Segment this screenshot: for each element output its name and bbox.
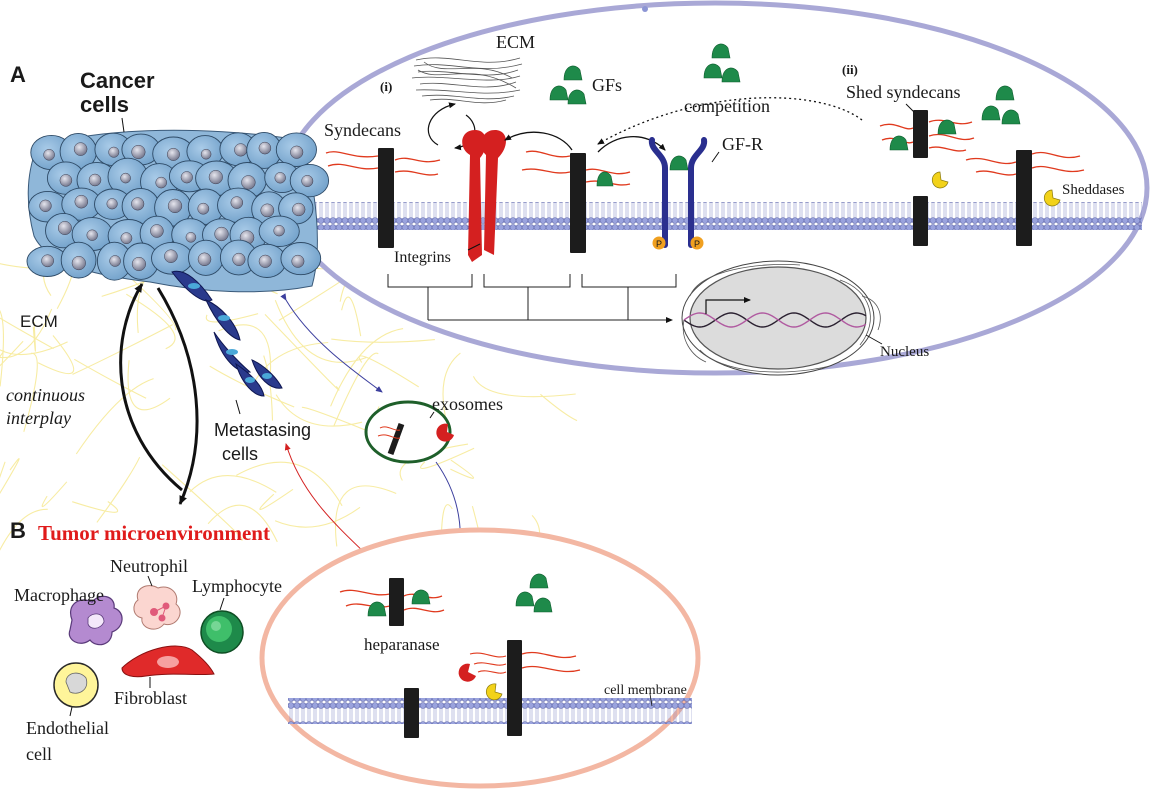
cancer-cells-label-line2: cells (80, 92, 129, 117)
gf-cluster-gfs (549, 65, 587, 105)
gfr-label-leader (711, 151, 720, 163)
lymphocyte (200, 610, 244, 654)
gf-cluster-bottom (515, 573, 553, 613)
panel-a-letter: A (10, 62, 26, 87)
neutrophil-label: Neutrophil (110, 556, 188, 576)
ecm-fiber-bundle (411, 57, 523, 104)
syndecan-to-gfr-arrow (597, 136, 666, 153)
sheddases-label: Sheddases (1062, 182, 1125, 198)
continuous-interplay-line1: continuous (6, 385, 85, 405)
shed-syndecans-label: Shed syndecans (846, 82, 960, 102)
integrin-label-leader (467, 243, 481, 251)
exosome (364, 400, 454, 464)
exosomes-label-leader (429, 411, 435, 419)
endothelial-label-leader (69, 706, 73, 717)
panel-b-letter: B (10, 518, 26, 543)
competition-label: competition (684, 96, 770, 116)
macrophage-label: Macrophage (14, 585, 104, 605)
endothelial-label-line1: Endothelial (26, 718, 109, 738)
ecm-label-left: ECM (20, 312, 58, 331)
signaling-bracket (387, 274, 677, 323)
microenvironment-to-metastasis-arrow (284, 443, 367, 555)
ecm-syndecan-cycle-arrow (427, 102, 456, 146)
gf-bound-bottom-syndecan (367, 589, 431, 617)
gfr-label: GF-R (722, 134, 763, 154)
top-cell-membrane (284, 202, 1142, 230)
phosphate-right (690, 236, 704, 250)
marker-ii: (ii) (842, 62, 858, 77)
bottom-inset: heparanase cell membrane (259, 527, 701, 789)
cancer-cells-label-line1: Cancer (80, 68, 155, 93)
neutrophil (133, 585, 181, 630)
exosome-cancer-link-arrow (280, 293, 383, 393)
fibroblast-label: Fibroblast (114, 688, 187, 708)
endothelial-cell (53, 662, 99, 708)
gf-receptor (648, 137, 708, 248)
integrins-label: Integrins (394, 249, 451, 266)
dna-helix (683, 312, 867, 328)
syndecan-4 (965, 150, 1085, 246)
metastasing-cells (171, 270, 283, 397)
macrophage (68, 595, 123, 646)
bottom-cell-membrane (288, 698, 692, 724)
cell-membrane-label-leader (649, 693, 653, 707)
phosphate-left (652, 236, 666, 250)
marker-i: (i) (380, 79, 392, 94)
endothelial-label-line2: cell (26, 744, 52, 764)
phosphate-left-label: P (656, 239, 662, 249)
lymphocyte-label-leader (219, 597, 225, 611)
gf-cluster-shed (981, 85, 1021, 125)
interplay-arrow-up (119, 283, 183, 492)
gf-bound-shed-syndecan (889, 119, 957, 151)
nucleus-label: Nucleus (880, 344, 929, 360)
ecm-label-top: ECM (496, 32, 535, 52)
integrin (462, 130, 506, 262)
heparanase-label: heparanase (364, 635, 440, 654)
lymphocyte-label: Lymphocyte (192, 576, 282, 596)
syndecan-1 (325, 148, 441, 248)
metastasing-cells-line1: Metastasing (214, 420, 311, 440)
bottom-syndecan-1 (339, 578, 445, 626)
syndecan-to-integrin-arrow (504, 131, 573, 151)
sheddase-enzyme (931, 171, 949, 189)
top-inset: P P (280, 0, 1150, 376)
microenvironment-title: Tumor microenvironment (38, 521, 270, 545)
heparanase-enzyme (458, 663, 476, 682)
syndecan-2 (521, 150, 631, 253)
cancer-cells-label-leader (121, 117, 125, 133)
syndecans-label: Syndecans (324, 120, 401, 140)
shed-syndecan-label-leader (905, 103, 915, 113)
fibroblast (121, 645, 215, 678)
gf-bound-receptor (669, 155, 689, 171)
gf-cluster-competition (703, 43, 741, 83)
bottom-syndecan-stub (404, 688, 419, 738)
sheddase-enzyme-2 (1043, 189, 1061, 207)
bottom-syndecan-2 (469, 640, 581, 736)
competition-arrow (597, 97, 863, 145)
nucleus (681, 260, 881, 376)
gfs-label: GFs (592, 75, 622, 95)
metastasing-cells-line2: cells (222, 444, 258, 464)
transcription-start-arrow (705, 297, 751, 314)
continuous-interplay-line2: interplay (6, 408, 71, 428)
bottom-sheddase-enzyme (485, 683, 503, 701)
nucleus-label-leader (865, 334, 883, 345)
phosphate-right-label: P (694, 239, 700, 249)
neutrophil-label-leader (147, 575, 153, 587)
interplay-arrow-down (156, 287, 199, 505)
cleaved-syndecan-stub (913, 196, 928, 246)
exosomes-label: exosomes (432, 394, 503, 414)
cancer-cell-mass (26, 129, 330, 293)
cell-membrane-label: cell membrane (604, 683, 687, 698)
gf-bound-syndecan-2 (596, 171, 614, 187)
metastasing-label-leader (235, 399, 241, 415)
